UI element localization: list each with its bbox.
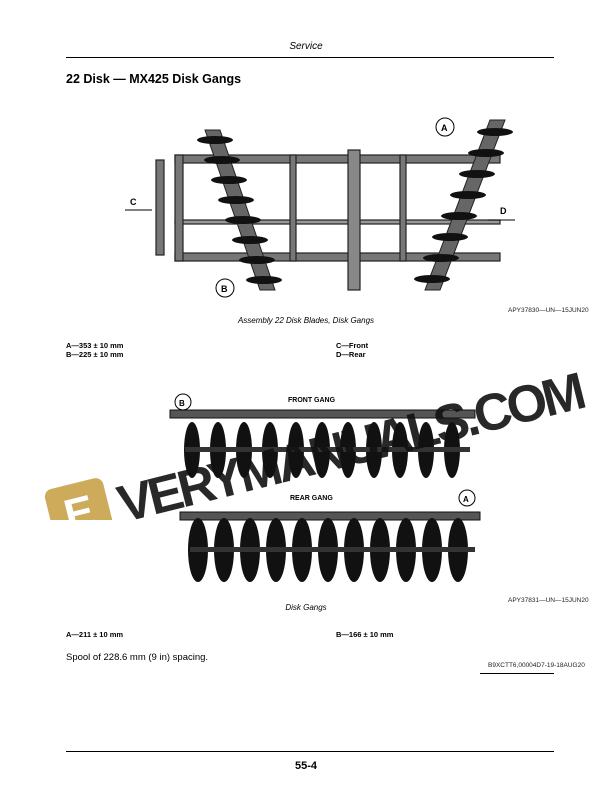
- disk-blade: [246, 276, 282, 284]
- disk-gangs-diagram: FRONT GANG REAR GANG B A: [169, 393, 481, 582]
- doc-rule: [480, 673, 554, 674]
- footer-rule: [66, 751, 554, 752]
- rear-gang: [424, 119, 506, 291]
- header-rule: [66, 57, 554, 58]
- doc-id: B9XCTT6,00004D7-19-18AUG20: [488, 662, 585, 669]
- disk-blade: [477, 128, 513, 136]
- front-gang: [204, 129, 276, 291]
- rear-gang-label: REAR GANG: [290, 495, 333, 502]
- figure1-caption: Assembly 22 Disk Blades, Disk Gangs: [237, 316, 375, 325]
- section-title: 22 Disk — MX425 Disk Gangs: [66, 72, 242, 86]
- figure2-id: APY37831—UN—15JUN20: [508, 597, 589, 604]
- callout-c: C: [130, 197, 137, 207]
- disk-blade: [232, 236, 268, 244]
- disk-blade: [239, 256, 275, 264]
- page-number: 55-4: [294, 760, 318, 772]
- figure2-caption: Disk Gangs: [285, 603, 327, 612]
- disk-blade: [204, 156, 240, 164]
- disk-blade: [211, 176, 247, 184]
- legend-a: A—353 ± 10 mm: [66, 341, 124, 350]
- disk-blade: [218, 196, 254, 204]
- disk-blade: [423, 254, 459, 262]
- watermark-logo-icon: [44, 478, 115, 520]
- callout-a: A: [441, 123, 448, 133]
- figure1-legend-left: A—353 ± 10 mm B—225 ± 10 mm: [66, 341, 123, 359]
- disk-blade: [468, 149, 504, 157]
- body-text: Spool of 228.6 mm (9 in) spacing.: [66, 652, 209, 663]
- figure1-id: APY37830—UN—15JUN20: [508, 307, 589, 314]
- disk-blade: [414, 275, 450, 283]
- watermark: E VERYMANUALS.COM: [44, 370, 590, 520]
- front-gang-label: FRONT GANG: [288, 397, 336, 404]
- callout-b2: B: [179, 399, 185, 408]
- legend-c: C—Front: [336, 341, 369, 350]
- front-gang-bar: [169, 409, 476, 419]
- disk-blade: [441, 212, 477, 220]
- hitch-bar: [155, 159, 165, 256]
- legend-b: B—225 ± 10 mm: [66, 350, 124, 359]
- disk-blade: [459, 170, 495, 178]
- legend-b2: B—166 ± 10 mm: [336, 630, 394, 639]
- svg-text:VERYMANUALS.COM: VERYMANUALS.COM: [112, 370, 590, 520]
- disk-blade: [197, 136, 233, 144]
- figure1-legend-right: C—Front D—Rear: [336, 341, 368, 359]
- legend-d: D—Rear: [336, 350, 366, 359]
- callout-d: D: [500, 206, 507, 216]
- legend-a2: A—211 ± 10 mm: [66, 630, 124, 639]
- disk-blade: [432, 233, 468, 241]
- disk-gang-assembly-diagram: C D A B: [125, 117, 515, 298]
- disk-blade: [225, 216, 261, 224]
- running-header: Service: [289, 41, 323, 52]
- callout-a2: A: [463, 495, 469, 504]
- callout-b: B: [221, 284, 228, 294]
- disk-blade: [450, 191, 486, 199]
